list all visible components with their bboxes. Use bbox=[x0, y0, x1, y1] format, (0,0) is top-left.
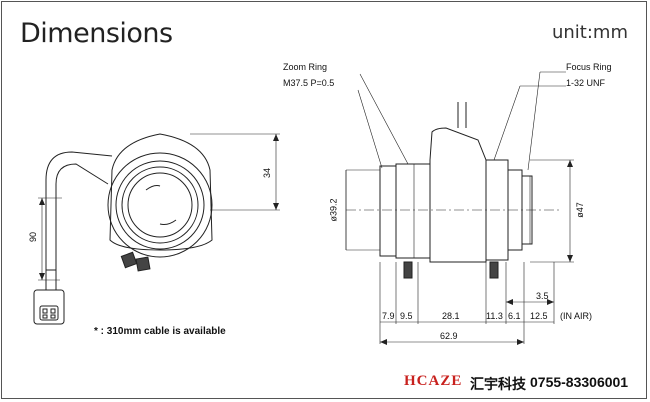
dim-seg-11-3: 11.3 bbox=[486, 311, 503, 321]
phone-number: 0755-83306001 bbox=[530, 374, 629, 390]
unit-label: unit:mm bbox=[551, 22, 628, 43]
focus-thread-label: 1-32 UNF bbox=[566, 78, 606, 88]
cable bbox=[45, 151, 113, 258]
zoom-thread-label: M37.5 P=0.5 bbox=[283, 78, 335, 88]
dim-seg-28-1: 28.1 bbox=[442, 311, 460, 321]
lens-body-side bbox=[429, 127, 487, 263]
brand-name-cn: 汇宇科技 bbox=[470, 376, 526, 392]
dim-seg-12-5: 12.5 bbox=[530, 311, 548, 321]
dim-seg-7-9: 7.9 bbox=[382, 311, 395, 321]
dim-90: 90 bbox=[28, 231, 39, 243]
lens-body-front bbox=[109, 133, 213, 251]
page-title: Dimensions bbox=[20, 18, 173, 49]
brand-logo: HCAZE bbox=[404, 373, 463, 389]
connector bbox=[33, 289, 65, 325]
in-air-label: (IN AIR) bbox=[560, 311, 593, 321]
dim-seg-9-5: 9.5 bbox=[400, 311, 413, 321]
cable-note: * : 310mm cable is available bbox=[94, 326, 226, 337]
dim-dia-47: ø47 bbox=[574, 202, 585, 218]
dim-34: 34 bbox=[262, 167, 273, 179]
dim-seg-6-1: 6.1 bbox=[508, 311, 521, 321]
zoom-ring-label: Zoom Ring bbox=[283, 62, 328, 72]
dim-back-focus: 3.5 bbox=[536, 291, 549, 301]
dim-total: 62.9 bbox=[440, 331, 458, 341]
dim-dia-39-2: ø39.2 bbox=[328, 198, 339, 222]
focus-ring-label: Focus Ring bbox=[566, 62, 612, 72]
